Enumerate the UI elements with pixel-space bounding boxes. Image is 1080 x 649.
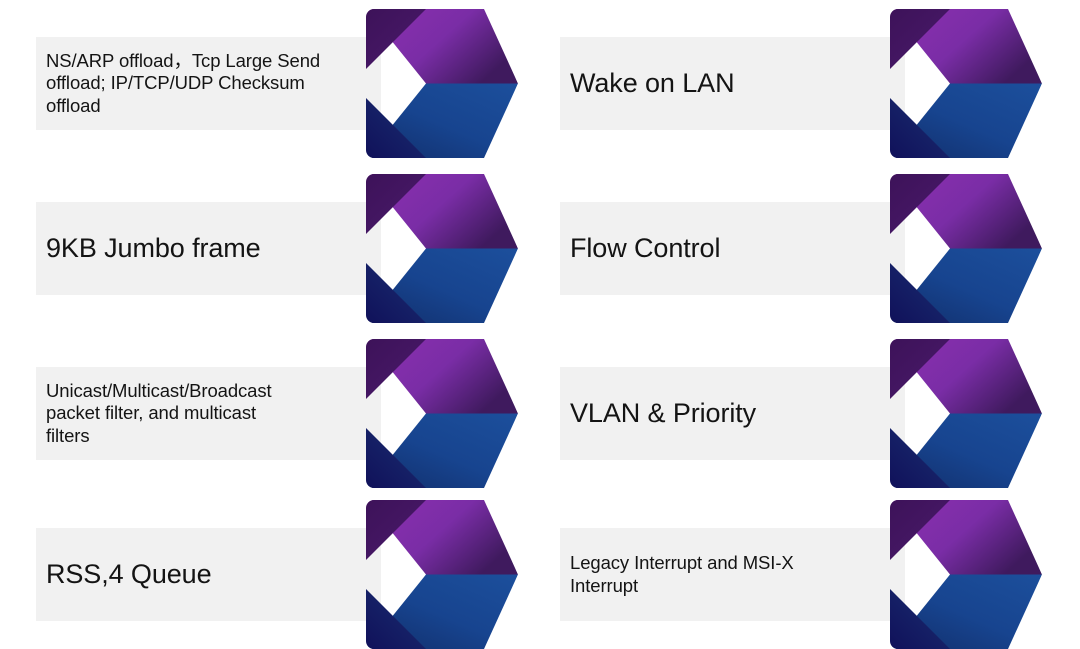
feature-label-plate: Unicast/Multicast/Broadcast packet filte… [36,367,381,460]
feature-label-text: RSS,4 Queue [46,559,212,590]
feature-label-plate: 9KB Jumbo frame [36,202,381,295]
feature-item-rss-queue[interactable]: RSS,4 Queue [36,500,518,649]
chevron-arrow-icon [890,339,1042,488]
feature-item-interrupts[interactable]: Legacy Interrupt and MSI-X Interrupt [560,500,1042,649]
feature-item-packet-filter[interactable]: Unicast/Multicast/Broadcast packet filte… [36,339,518,488]
feature-label-text: Unicast/Multicast/Broadcast packet filte… [46,379,272,446]
feature-label-text: 9KB Jumbo frame [46,233,261,264]
feature-label-plate: Wake on LAN [560,37,905,130]
feature-label-text: VLAN & Priority [570,398,757,429]
feature-item-ns-arp-offload[interactable]: NS/ARP offload，Tcp Large Send offload; I… [36,9,518,158]
chevron-arrow-icon [890,174,1042,323]
feature-item-jumbo-frame[interactable]: 9KB Jumbo frame [36,174,518,323]
feature-label-text: Flow Control [570,233,721,264]
feature-label-plate: Flow Control [560,202,905,295]
feature-label-plate: RSS,4 Queue [36,528,381,621]
feature-label-text: NS/ARP offload，Tcp Large Send offload; I… [46,49,321,116]
feature-item-vlan-priority[interactable]: VLAN & Priority [560,339,1042,488]
chevron-arrow-icon [366,174,518,323]
feature-item-wake-on-lan[interactable]: Wake on LAN [560,9,1042,158]
feature-label-plate: VLAN & Priority [560,367,905,460]
feature-label-text: Legacy Interrupt and MSI-X Interrupt [570,551,794,596]
feature-label-text: Wake on LAN [570,68,735,99]
chevron-arrow-icon [366,339,518,488]
feature-item-flow-control[interactable]: Flow Control [560,174,1042,323]
feature-label-plate: Legacy Interrupt and MSI-X Interrupt [560,528,905,621]
chevron-arrow-icon [890,500,1042,649]
feature-label-plate: NS/ARP offload，Tcp Large Send offload; I… [36,37,381,130]
chevron-arrow-icon [366,500,518,649]
chevron-arrow-icon [890,9,1042,158]
chevron-arrow-icon [366,9,518,158]
